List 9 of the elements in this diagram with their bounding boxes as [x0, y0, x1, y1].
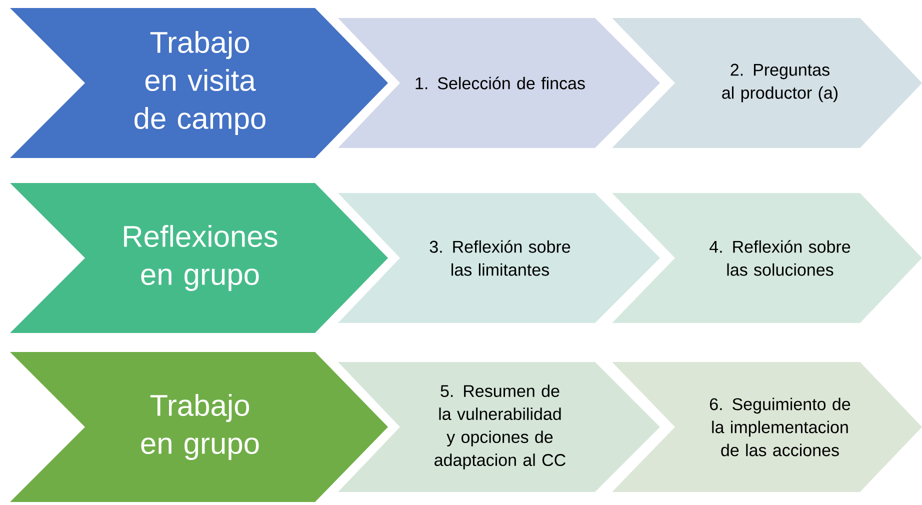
chevron-box: Trabajo en visita de campo [10, 8, 388, 158]
chevron-box: 4. Reflexión sobre las soluciones [612, 193, 922, 323]
chevron-box: 6. Seguimiento de la implementacion de las acciones [612, 362, 922, 492]
chevron-box: Trabajo en grupo [10, 352, 388, 502]
chevron-box: 5. Resumen de la vulnerabilidad y opciones de adaptacion al CC [338, 362, 660, 492]
chevron-box: 1. Selección de fincas [338, 18, 660, 148]
chevron-box: 2. Preguntas al productor (a) [612, 18, 922, 148]
chevron-box: 3. Reflexión sobre las limitantes [338, 193, 660, 323]
chevron-box: Reflexiones en grupo [10, 183, 388, 333]
